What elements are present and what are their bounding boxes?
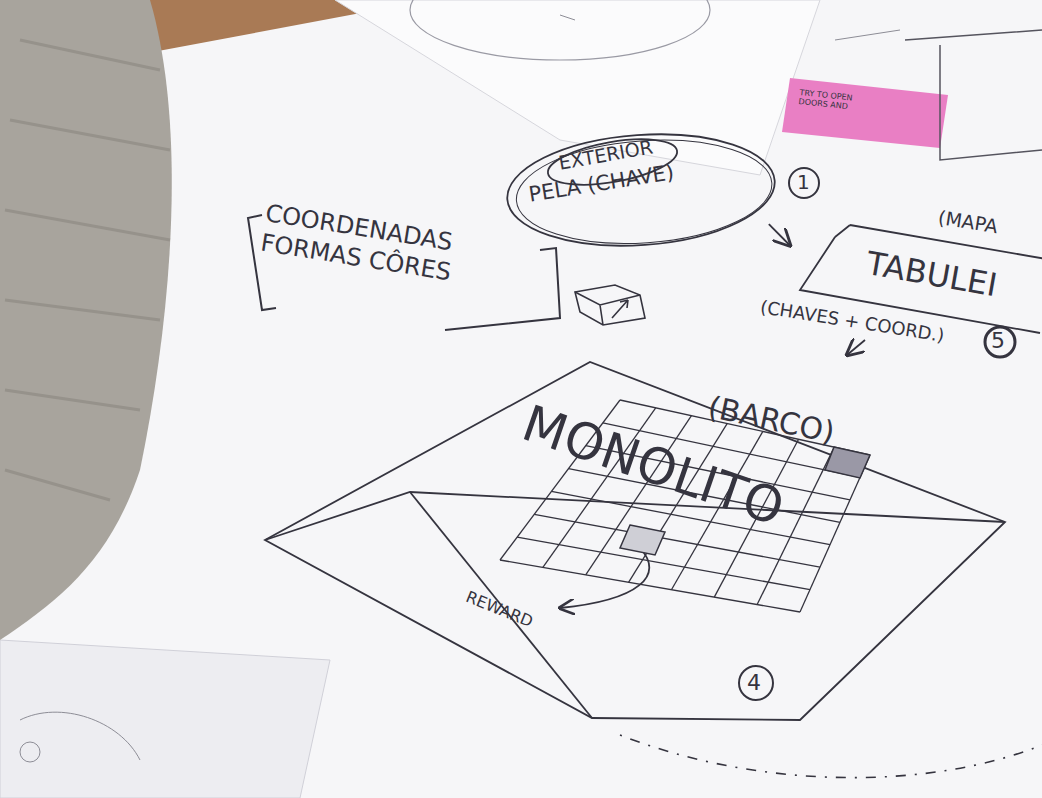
bracket-right	[445, 248, 560, 330]
callout-number: 4	[747, 670, 777, 695]
connector-arrow	[769, 224, 790, 245]
top-sheet-sketch	[410, 0, 710, 60]
node-text: TABULEI	[864, 245, 1038, 311]
node-text: (BARCO)	[705, 390, 908, 465]
reward-label: REWARD	[463, 588, 581, 650]
monolith-shape: (BARCO)MONOLITO	[262, 355, 1012, 725]
sticky-note	[782, 78, 948, 148]
faint-marks	[20, 742, 40, 762]
faint-marks	[560, 15, 900, 40]
faint-marks	[20, 712, 140, 760]
dashed-path	[620, 735, 1042, 778]
cube-symbol	[575, 285, 645, 325]
sweater-sleeve	[0, 0, 172, 640]
lower-sheet	[0, 640, 330, 798]
side-box-sketch	[905, 30, 1042, 160]
connector-arrow	[847, 340, 865, 355]
circled-label: EXTERIOR	[545, 139, 680, 185]
callout-number: 5	[991, 328, 1021, 353]
sleeve-knit	[5, 40, 170, 500]
top-sheet	[335, 0, 820, 175]
sticky-note-text: TRY TO OPEN DOORS AND	[798, 88, 879, 115]
node-outline	[262, 355, 1012, 725]
ellipse-node: PELA (CHAVE)EXTERIOR	[505, 133, 777, 247]
board-box: (MAPATABULEI(CHAVES + COORD.)	[790, 205, 1040, 340]
node-text: (MAPA	[937, 207, 1039, 244]
callout-number: 1	[797, 171, 827, 194]
list-note: COORDENADAS FORMAS CÔRES	[259, 198, 466, 289]
